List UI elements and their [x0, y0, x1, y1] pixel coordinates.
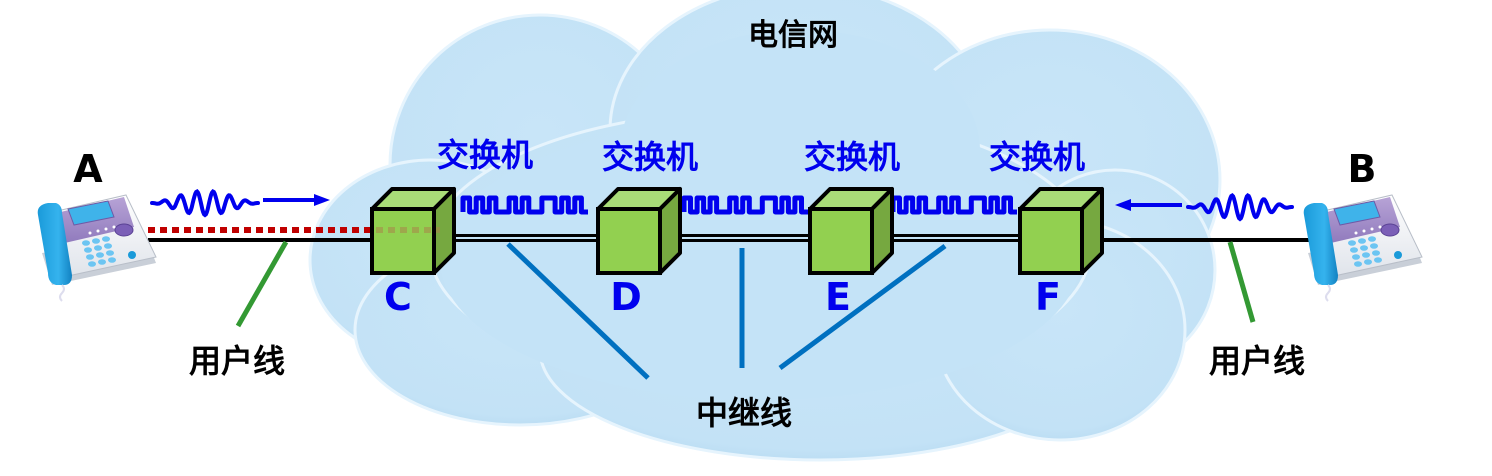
- analog-wave-icon-left: [150, 188, 330, 218]
- arrow-right-icon: [314, 194, 330, 206]
- endpoint-label-b: B: [1348, 147, 1377, 191]
- digital-pulse-icon: [890, 195, 1017, 215]
- subscriber-pointer-left: [235, 240, 289, 328]
- digital-pulse-icons: [460, 195, 1017, 215]
- switch-caption-c: 交换机: [437, 136, 533, 174]
- endpoint-label-a: A: [73, 147, 103, 191]
- analog-wave-icon-right: [1115, 193, 1294, 222]
- arrow-left-icon: [1115, 199, 1131, 211]
- switch-f-icon: [1018, 187, 1104, 275]
- switch-c-icon: [370, 187, 456, 275]
- network-title: 电信网: [748, 18, 838, 53]
- switch-caption-e: 交换机: [804, 138, 900, 176]
- subscriber-line-label-right: 用户线: [1209, 342, 1305, 380]
- switch-d-icon: [596, 187, 682, 275]
- subscriber-pointer-right: [1227, 241, 1256, 323]
- telephone-icon: [1303, 194, 1423, 302]
- trunk-line-label: 中继线: [696, 394, 792, 432]
- digital-pulse-icon: [681, 195, 808, 215]
- switch-caption-f: 交换机: [989, 138, 1085, 176]
- switch-label-e: E: [825, 275, 851, 319]
- switch-e-icon: [808, 187, 894, 275]
- subscriber-line-label-left: 用户线: [189, 342, 285, 380]
- switch-label-f: F: [1035, 275, 1061, 319]
- digital-pulse-icon: [460, 195, 588, 215]
- switch-label-d: D: [610, 275, 642, 319]
- trunk-pointers: [506, 242, 947, 380]
- switch-label-c: C: [384, 275, 412, 319]
- telephone-icon: [37, 194, 157, 302]
- switch-caption-d: 交换机: [602, 138, 698, 176]
